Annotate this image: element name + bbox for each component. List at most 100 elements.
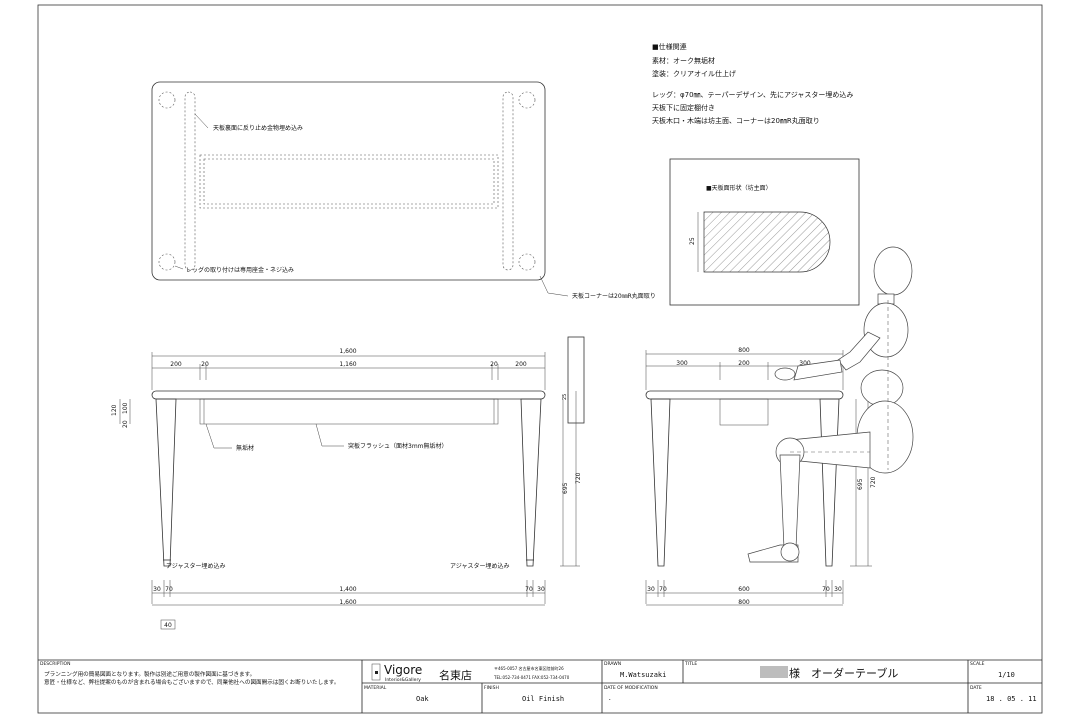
front-dim-left-offset: 200 [170,361,182,368]
drawn-label: DRAWN [604,661,621,667]
plan-tabletop [151,81,546,281]
front-dim-left-gap: 20 [201,361,209,368]
brand-logo-dot [375,671,378,674]
front-dim-br-b: 70 [525,586,533,593]
end-dim-top-thickness: 25 [562,394,568,400]
material-value: Oak [416,695,429,703]
brand-sub: Interior&Gallery [385,677,421,683]
note-leg-mount: レッグの取り付けは専用座金・ネジ込み [186,266,294,274]
front-dim-height-outer: 120 [111,404,118,416]
brand-name: Vigore [384,663,422,677]
plan-shelf-outer [199,154,499,209]
side-dim-leg: 695 [857,478,864,490]
detail-thickness: 25 [689,237,696,245]
date-value: 18 . 05 . 11 [986,695,1037,703]
side-dim-br-a: 30 [834,586,842,593]
front-dim-right-offset: 200 [515,361,527,368]
detail-frame [669,158,860,306]
store-address: 〒465-0057 名古屋市名東区陸前町26 [494,665,564,671]
end-dim-total: 720 [575,472,582,484]
sheet-border [37,4,1043,714]
material-label: MATERIAL [364,685,387,691]
side-dim-bl-a: 30 [647,586,655,593]
plan-leg-br [518,253,536,271]
front-dim-bottom-mid: 1,400 [339,586,356,593]
seated-human-figure [747,246,914,563]
spec-material: 素材：オーク無垢材 [652,56,715,65]
plan-leg-tr [518,91,536,109]
front-label-solid: 無垢材 [236,444,254,452]
plan-leg-bl [158,253,176,271]
detail-profile [703,211,831,273]
title-label: TITLE [684,661,697,667]
side-leg-right [819,398,840,567]
finish-label: FINISH [484,685,499,691]
store-name: 名東店 [439,668,472,682]
date-label: DATE [970,685,982,691]
front-tabletop [151,390,546,400]
side-shelf [719,398,769,426]
spec-notes: ■仕様関連 素材：オーク無垢材 塗装：クリアオイル仕上げ レッグ：φ70㎜、テー… [652,42,853,125]
plan-leg-tl [158,91,176,109]
side-dim-total: 720 [870,476,877,488]
title-block: DESCRIPTION プランニング用の簡易図面となります。製作は別途ご用意の製… [38,659,1042,713]
title-value: 様 オーダーテーブル [789,666,898,680]
plan-shelf-inner [203,158,495,205]
front-dim-shelf: 1,160 [339,361,356,368]
front-dim-right-gap: 20 [490,361,498,368]
plan-view: 天板裏面に反り止め金物埋め込み レッグの取り付けは専用座金・ネジ込み 天板コーナ… [151,81,656,300]
front-dim-overall-bottom: 1,600 [339,599,356,606]
front-dim-bl-b: 70 [165,586,173,593]
side-dim-bottom-mid: 600 [738,586,750,593]
spec-leg: レッグ：φ70㎜、テーパーデザイン、先にアジャスター埋め込み [652,90,853,99]
side-dim-overall-top: 800 [738,347,750,354]
front-shelf [199,398,499,425]
side-dim-right: 300 [799,360,811,367]
end-section: 25 695 720 [560,336,585,567]
desc-line2: 意匠・仕様など、弊社提案のものが含まれる場合もございますので、同業他社への図面開… [44,678,339,686]
spec-heading: ■仕様関連 [652,42,687,51]
desc-line1: プランニング用の簡易図面となります。製作は別途ご用意の製作図面に基づきます。 [44,670,255,678]
detail-title: ■天板面形状（坊主面） [706,184,772,192]
desc-label: DESCRIPTION [40,661,70,667]
front-dim-gap-lower: 20 [122,420,129,428]
scale-value: 1/10 [998,671,1015,679]
front-leg-left [155,398,177,567]
note-underside: 天板裏面に反り止め金物埋め込み [213,124,303,132]
end-dim-leg: 695 [562,482,569,494]
front-adjuster-right: アジャスター埋め込み [450,562,509,570]
front-adjuster-left: アジャスター埋め込み [166,562,225,570]
front-leg-dia-box [160,619,176,630]
front-leg-dia: 40 [164,622,172,629]
front-dim-bl-a: 30 [153,586,161,593]
front-elevation: 1,600 200 20 1,160 20 200 120 100 20 無垢材… [111,348,546,630]
front-dim-overall-top: 1,600 [339,348,356,355]
side-elevation: 800 300 200 300 695 720 [645,246,914,606]
scale-label: SCALE [970,661,985,667]
side-dim-left: 300 [676,360,688,367]
store-phone: TEL:052-734-0471 FAX:052-734-0470 [493,675,570,680]
side-dim-br-b: 70 [822,586,830,593]
edge-section-detail: ■天板面形状（坊主面） 25 [669,158,860,306]
side-dim-overall-bottom: 800 [738,599,750,606]
plan-brace-right [502,91,514,271]
dom-label: DATE OF MODIFICATION [604,685,658,691]
front-dim-br-a: 30 [537,586,545,593]
spec-edge: 天板木口・木端は坊主面、コーナーは20㎜R丸面取り [652,116,820,125]
brand-logo-mark [371,663,381,681]
client-name-blur [760,666,788,678]
side-dim-mid: 200 [738,360,750,367]
front-dim-height-inner: 100 [122,402,129,414]
spec-drawer: 天板下に固定棚付き [652,103,715,112]
plan-brace-left [184,91,196,271]
finish-value: Oil Finish [522,695,564,703]
spec-finish: 塗装：クリアオイル仕上げ [652,69,736,78]
side-tabletop [645,390,844,400]
note-corner: 天板コーナーは20㎜R丸面取り [572,292,656,300]
side-dim-bl-b: 70 [659,586,667,593]
side-leg-left [650,398,671,567]
dom-value: . [608,695,612,702]
front-leg-right [520,398,542,567]
drawn-value: M.Watsuzaki [620,671,666,679]
